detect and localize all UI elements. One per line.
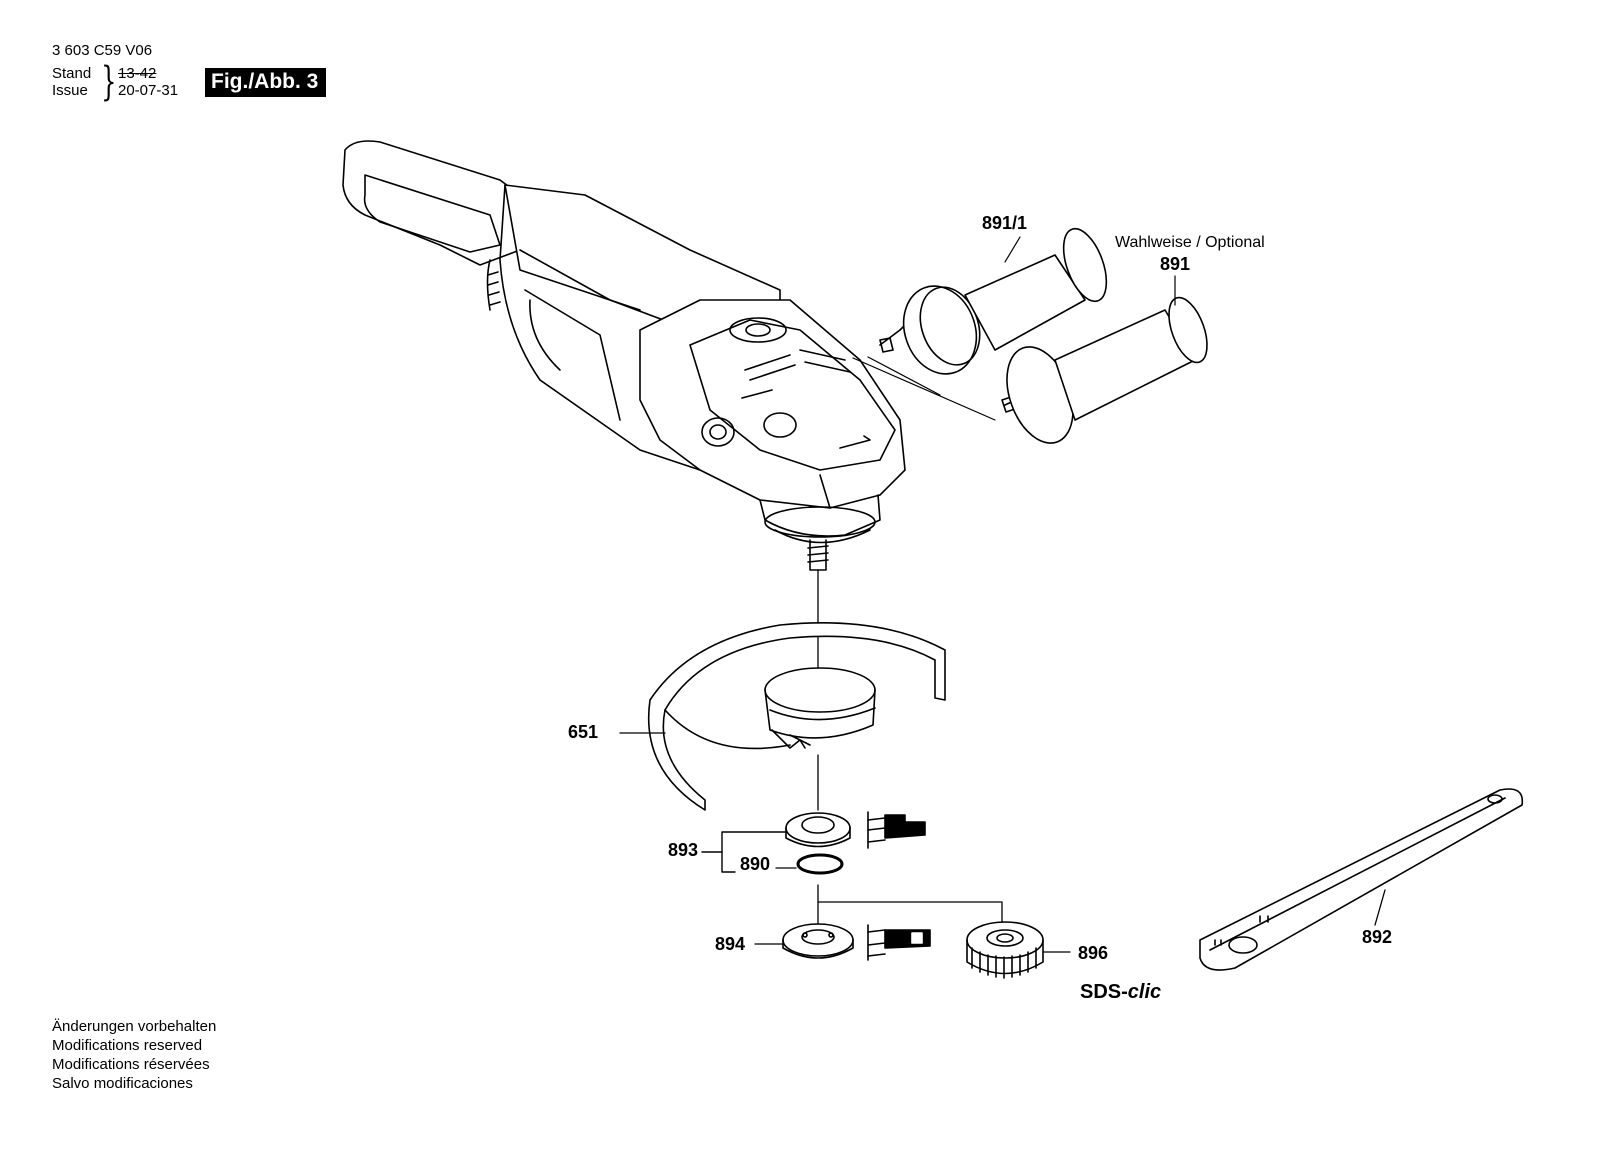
sds-prefix: SDS- [1080, 981, 1128, 1003]
spanner-symbol-icon [867, 811, 926, 849]
note-de: Änderungen vorbehalten [52, 1018, 217, 1035]
side-handle-891 [1001, 296, 1208, 444]
callout-893: 893 [668, 840, 699, 860]
note-es: Salvo modificaciones [52, 1075, 193, 1092]
brace-icon: } [101, 59, 117, 105]
quick-clamping-nut-896 [966, 921, 1044, 979]
optional-note: Wahlweise / Optional [1115, 234, 1265, 251]
side-handle-891-1 [879, 227, 1108, 375]
modification-notes: Änderungen vorbehalten Modifications res… [52, 1017, 216, 1093]
nut-symbol-icon [867, 924, 931, 961]
stand-value: 13-42 [118, 65, 157, 82]
issue-value: 20-07-31 [118, 82, 179, 99]
clamping-nut-894 [782, 923, 854, 959]
note-en: Modifications reserved [52, 1037, 203, 1054]
two-pin-spanner-892 [1199, 788, 1524, 971]
callout-896: 896 [1078, 943, 1109, 963]
callout-890: 890 [740, 854, 771, 874]
wheel-guard-651 [647, 621, 946, 811]
note-fr: Modifications réservées [52, 1056, 210, 1073]
callout-894: 894 [715, 934, 746, 954]
callout-651: 651 [568, 722, 599, 742]
callout-891: 891 [1160, 254, 1191, 274]
issue-label: Issue [52, 82, 88, 99]
sds-suffix: clic [1127, 981, 1162, 1003]
angle-grinder-body [342, 140, 906, 571]
stand-label: Stand [52, 65, 92, 82]
sds-clic-logo: SDS-clic [1080, 981, 1161, 1004]
callout-892: 892 [1362, 927, 1393, 947]
mounting-flange-893 [785, 812, 851, 848]
callout-891-1: 891/1 [982, 213, 1028, 233]
document-number: 3 603 C59 V06 [52, 42, 153, 59]
o-ring-890 [796, 853, 844, 875]
figure-label: Fig./Abb. 3 [205, 68, 327, 97]
